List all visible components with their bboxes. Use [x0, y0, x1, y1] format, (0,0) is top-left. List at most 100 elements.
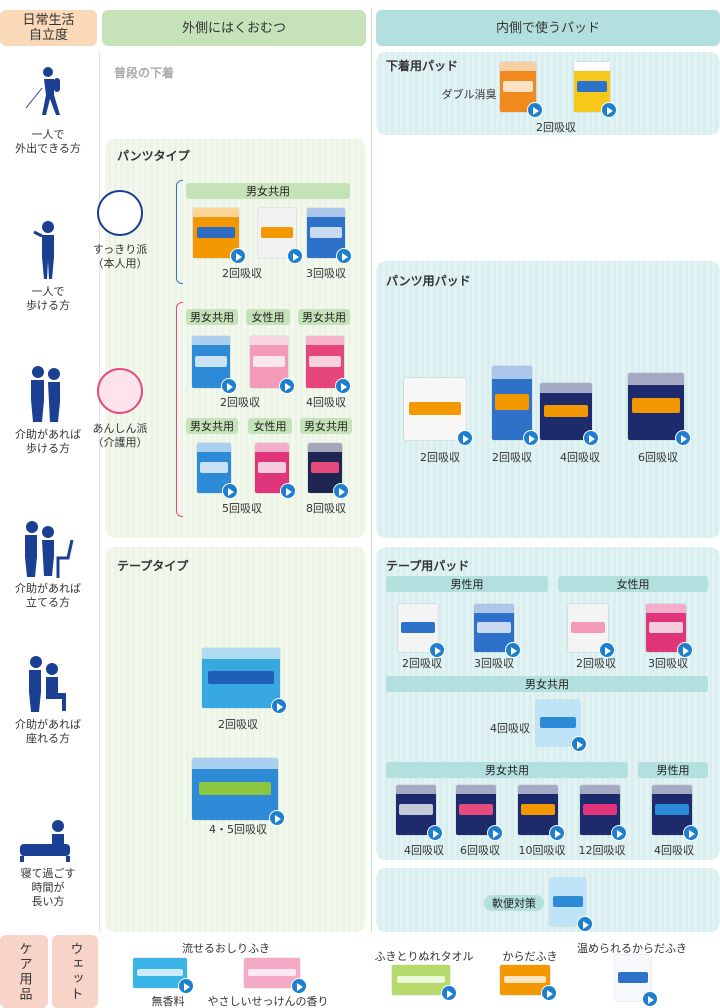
play-icon[interactable] [683, 825, 699, 841]
play-icon[interactable] [457, 430, 473, 446]
underwear-pad-title: 下着用パッド [386, 59, 459, 73]
product-pants-pad-2a[interactable] [404, 378, 473, 446]
play-icon[interactable] [549, 825, 565, 841]
play-icon[interactable] [335, 378, 351, 394]
absorb-label: 4回吸収 [306, 396, 346, 409]
product-tape-pad-male-3[interactable] [474, 604, 521, 658]
product-warmable-wipes[interactable] [615, 955, 658, 1007]
wet-towel-title: ふきとりぬれタオル [374, 950, 474, 963]
play-icon[interactable] [541, 985, 557, 1001]
product-underwear-pad-1[interactable] [500, 62, 543, 118]
absorb-label: 3回吸収 [648, 657, 688, 670]
product-tape-pad-male-2[interactable] [398, 604, 445, 658]
play-icon[interactable] [505, 642, 521, 658]
male-header: 男性用 [638, 762, 708, 778]
double-deodorant-label: ダブル消臭 [441, 88, 497, 101]
unscented-label: 無香料 [151, 995, 185, 1008]
product-anshin-female-5[interactable] [255, 443, 296, 499]
product-pants-pad-4[interactable] [540, 383, 599, 446]
product-pants-2[interactable] [193, 208, 246, 264]
product-anshin-5[interactable] [197, 443, 238, 499]
product-tape-pad-female-2[interactable] [568, 604, 615, 658]
level-label-bedridden: 寝て過ごす 時間が 長い方 [20, 867, 76, 908]
play-icon[interactable] [487, 825, 503, 841]
play-icon[interactable] [523, 430, 539, 446]
absorb-label: 2回吸収 [492, 451, 532, 464]
play-icon[interactable] [221, 378, 237, 394]
tape-type-title: テープタイプ [117, 559, 189, 573]
play-icon[interactable] [178, 978, 194, 994]
play-icon[interactable] [222, 483, 238, 499]
play-icon[interactable] [291, 978, 307, 994]
anshin-label: あんしん派 （介護用） [92, 422, 148, 449]
play-icon[interactable] [279, 378, 295, 394]
body-wipes-title: からだふき [502, 950, 558, 963]
play-icon[interactable] [441, 985, 457, 1001]
standing-person-icon [30, 220, 66, 284]
unisex-header: 男女共用 [186, 418, 238, 434]
absorb-label: 2回吸収 [576, 657, 616, 670]
product-pants-pad-2b[interactable] [492, 366, 539, 446]
product-tape-pad-12[interactable] [580, 785, 627, 841]
product-tape-pad-4[interactable] [396, 785, 443, 841]
product-underwear-pad-2[interactable] [574, 62, 617, 118]
play-icon[interactable] [571, 736, 587, 752]
play-icon[interactable] [336, 248, 352, 264]
play-icon[interactable] [583, 430, 599, 446]
product-tape-pad-female-3[interactable] [646, 604, 693, 658]
unisex-header: 男女共用 [300, 418, 352, 434]
care-category: ケア用品 [0, 935, 48, 1008]
play-icon[interactable] [611, 825, 627, 841]
product-wipes-soap[interactable] [244, 958, 307, 994]
play-icon[interactable] [287, 248, 303, 264]
level-label-assisted-stand: 介助があれば 立てる方 [15, 582, 81, 609]
play-icon[interactable] [429, 642, 445, 658]
female-header: 女性用 [248, 418, 292, 434]
product-soft-stool-pad[interactable] [550, 878, 593, 932]
play-icon[interactable] [642, 991, 658, 1007]
play-icon[interactable] [577, 916, 593, 932]
product-tape-pad-unisex-4[interactable] [536, 700, 587, 752]
play-icon[interactable] [271, 698, 287, 714]
play-icon[interactable] [269, 810, 285, 826]
product-pants-3[interactable] [307, 208, 352, 264]
walking-with-cane-icon [24, 66, 74, 122]
product-anshin-female[interactable] [250, 336, 295, 394]
product-anshin-8[interactable] [308, 443, 349, 499]
level-label-outing: 一人で 外出できる方 [15, 128, 81, 155]
product-wet-towel[interactable] [392, 965, 457, 1001]
play-icon[interactable] [601, 102, 617, 118]
product-tape-45[interactable] [192, 758, 285, 826]
caregiver-person-icon [97, 368, 143, 414]
play-icon[interactable] [280, 483, 296, 499]
product-anshin-4[interactable] [306, 336, 351, 394]
flushable-wipes-title: 流せるおしりふき [182, 942, 270, 955]
product-wipes-unscented[interactable] [133, 958, 194, 994]
product-tape-2[interactable] [202, 648, 287, 714]
product-tape-pad-10[interactable] [518, 785, 565, 841]
play-icon[interactable] [333, 483, 349, 499]
level-label-assisted-sit: 介助があれば 座れる方 [15, 718, 81, 745]
play-icon[interactable] [427, 825, 443, 841]
absorb-label: 2回吸収 [420, 451, 460, 464]
product-body-wipes[interactable] [500, 965, 557, 1001]
product-anshin-2[interactable] [192, 336, 237, 394]
soft-stool-panel [376, 868, 720, 932]
play-icon[interactable] [230, 248, 246, 264]
unisex-header: 男女共用 [186, 183, 350, 199]
product-pants-pad-6[interactable] [628, 373, 691, 446]
assisted-standing-icon [18, 520, 74, 584]
play-icon[interactable] [677, 642, 693, 658]
outer-diaper-header: 外側にはくおむつ [102, 10, 366, 46]
self-use-person-icon [97, 190, 143, 236]
product-tape-pad-male-4[interactable] [652, 785, 699, 841]
play-icon[interactable] [675, 430, 691, 446]
column-divider [371, 8, 372, 933]
product-pants-2b[interactable] [258, 208, 303, 264]
absorb-label: 3回吸収 [306, 267, 346, 280]
product-tape-pad-6[interactable] [456, 785, 503, 841]
level-label-assisted-walk: 介助があれば 歩ける方 [15, 428, 81, 455]
pants-pad-title: パンツ用パッド [386, 274, 471, 288]
play-icon[interactable] [599, 642, 615, 658]
play-icon[interactable] [527, 102, 543, 118]
